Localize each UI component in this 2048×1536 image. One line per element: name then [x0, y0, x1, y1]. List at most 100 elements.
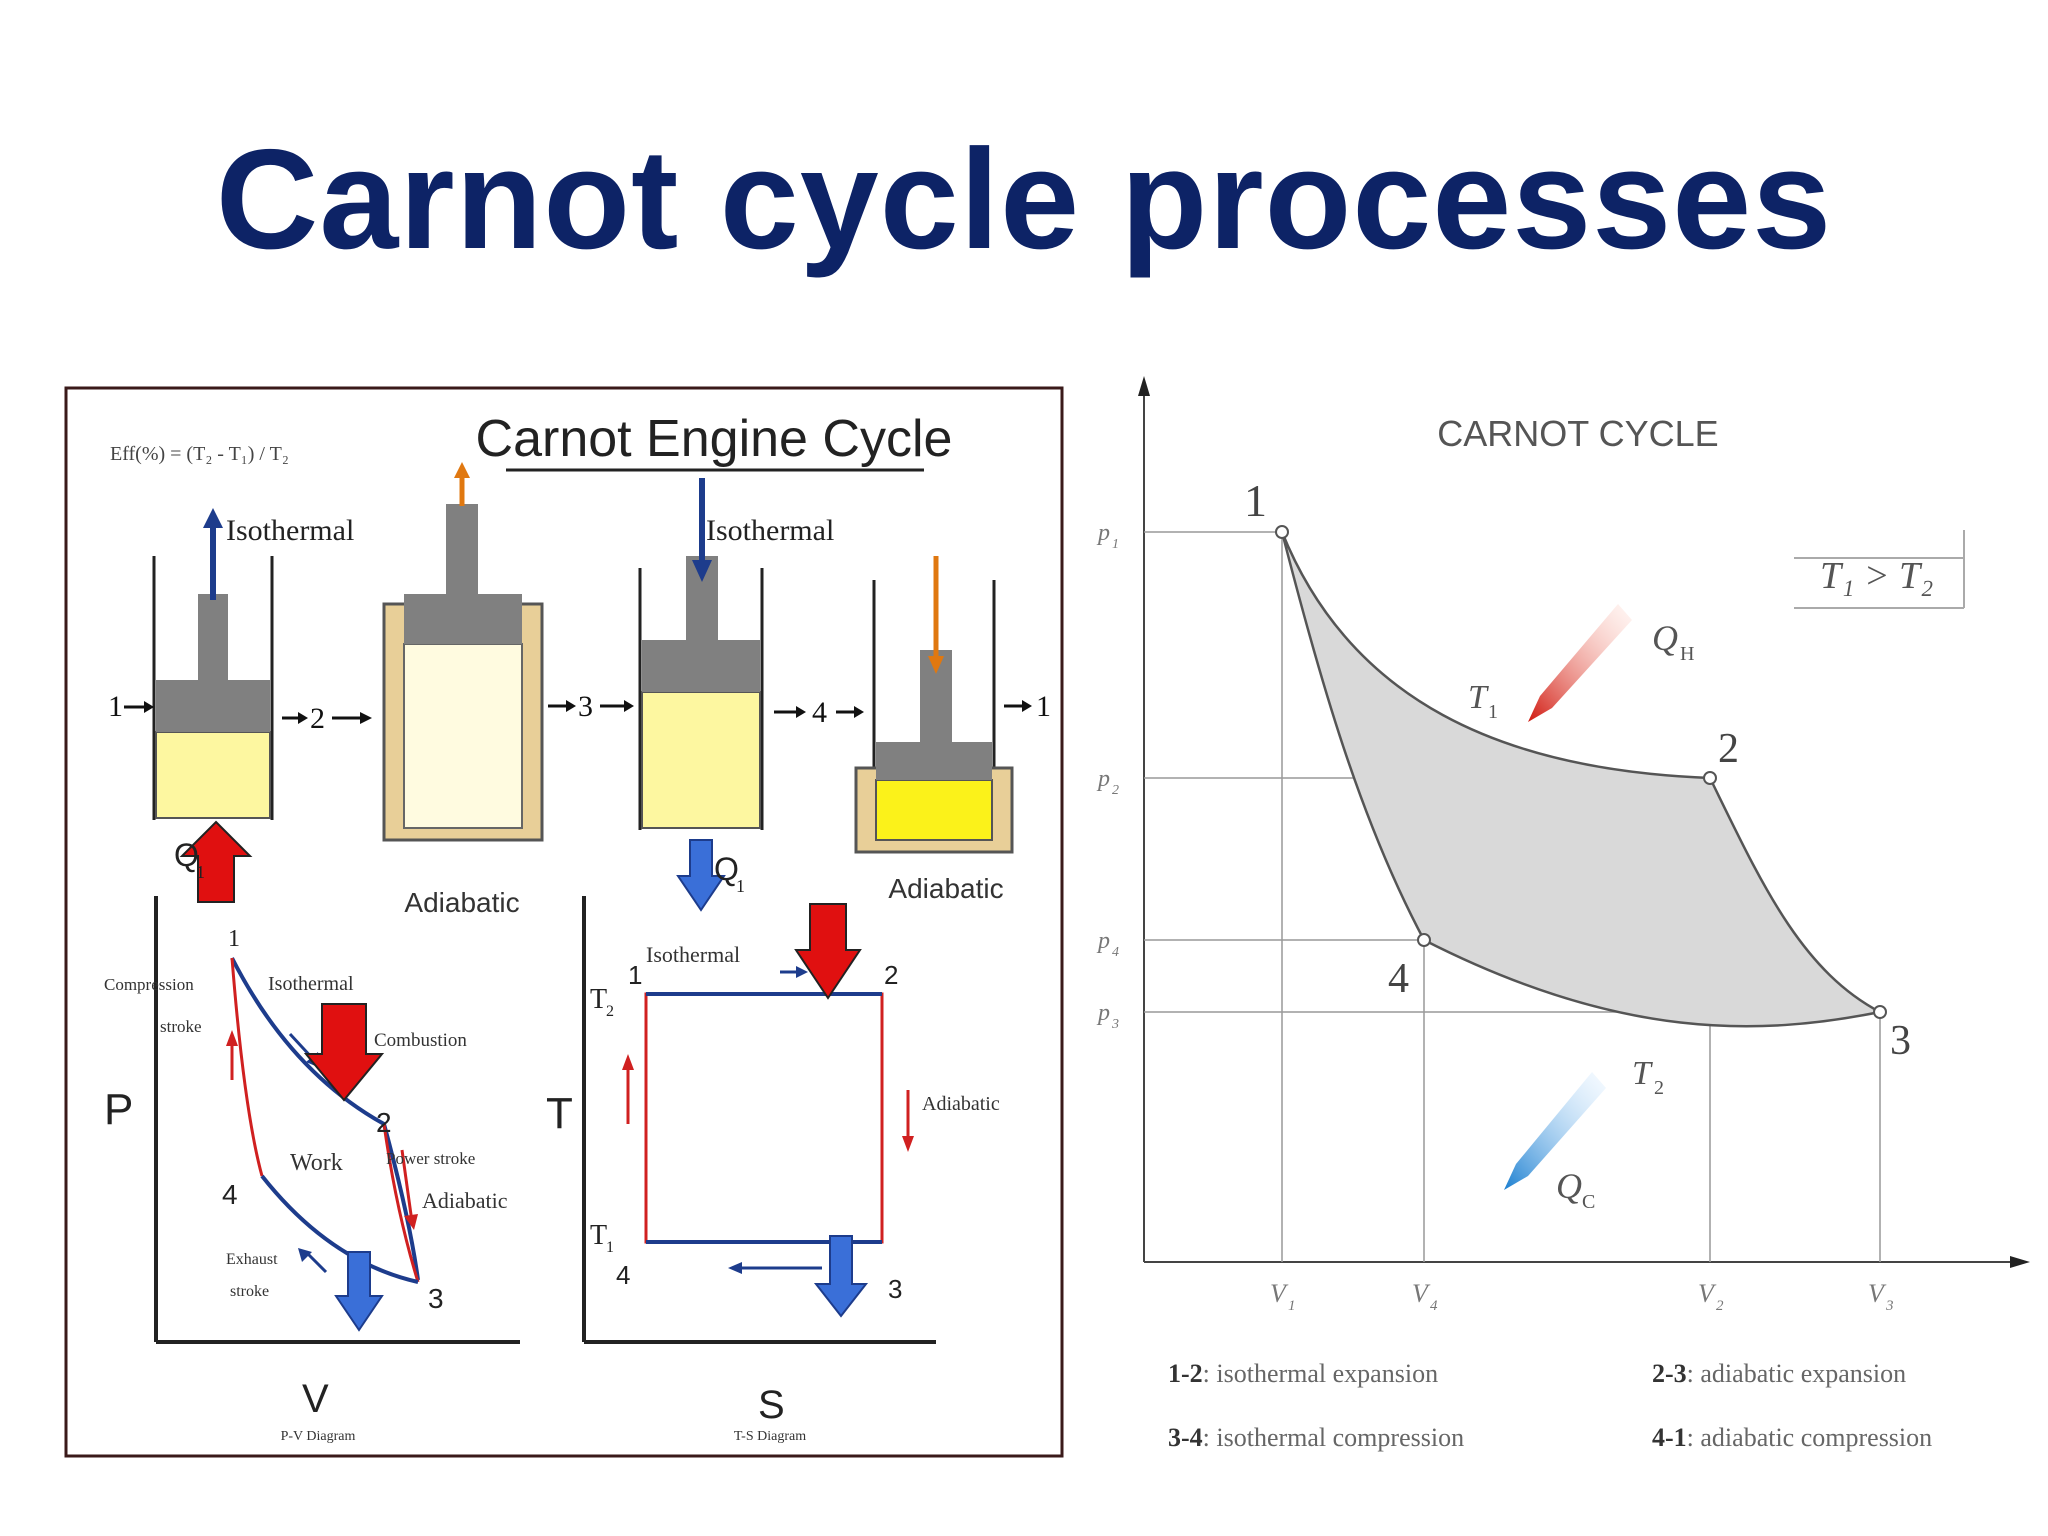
legend-text: : adiabatic compression	[1687, 1423, 1932, 1452]
combustion-arrow-icon	[303, 1003, 385, 1102]
up-arrow-icon	[1138, 376, 1150, 396]
state-point	[1873, 1005, 1887, 1019]
right-arrow-icon	[796, 966, 808, 978]
pv-label-isothermal: Isothermal	[268, 973, 354, 995]
gas-1	[155, 731, 271, 819]
isotherm-cold-sub: 2	[1654, 1077, 1664, 1099]
legend-text: : isothermal expansion	[1203, 1359, 1438, 1388]
ts-label-isothermal: Isothermal	[646, 942, 740, 967]
pv-label-compression: Compression	[104, 975, 194, 994]
pv-chart-title: CARNOT CYCLE	[1437, 413, 1718, 454]
gas-3	[641, 691, 761, 829]
pv-axis-x-label: V	[302, 1377, 329, 1421]
pv-axis-y-label: P	[104, 1085, 133, 1134]
ts-axis-y-label: T	[546, 1089, 573, 1138]
state-point	[1275, 525, 1289, 539]
ts-point-label: 2	[884, 960, 898, 990]
pv-point-label: 4	[222, 1179, 238, 1210]
cycle-area	[1280, 531, 1884, 1028]
pv-label-compression-stroke: stroke	[160, 1017, 202, 1036]
legend-item: 2-3: adiabatic expansion	[1652, 1359, 1906, 1388]
process-legend: 1-2: isothermal expansion 2-3: adiabatic…	[1168, 1359, 1932, 1452]
cylinder-3: Isothermal	[638, 478, 834, 830]
legend-key: 2-3	[1652, 1359, 1687, 1388]
legend-key: 4-1	[1652, 1423, 1687, 1452]
ts-label-t2-sub: 2	[606, 1003, 614, 1020]
p-tick-sub: 3	[1111, 1017, 1119, 1032]
volume-ticks: V 1 V 4 V 2 V 3	[1270, 1279, 1894, 1314]
state-label: 3	[1890, 1018, 1911, 1064]
legend-key: 3-4	[1168, 1423, 1203, 1452]
heat-in-arrow-icon	[794, 903, 862, 1000]
heat-in-label: Q	[174, 837, 199, 873]
piston-head-4	[876, 742, 992, 780]
ts-label-t1: T	[590, 1220, 607, 1251]
state-point	[1703, 771, 1717, 785]
piston-head-2	[404, 594, 522, 644]
down-arrow-icon	[928, 656, 944, 674]
heat-in-sub: 1	[196, 862, 205, 882]
pressure-ticks: p 1 p 2 p 4 p 3	[1096, 520, 1119, 1032]
heat-out-label: Q	[714, 851, 739, 887]
stage-label: 3	[578, 690, 593, 723]
ts-subdiagram: T S T-S Diagram Isothermal Adiabatic T 2…	[546, 896, 1000, 1444]
heat-in-label: Q	[1652, 618, 1678, 658]
cylinder-1: Isothermal	[152, 508, 354, 820]
p-tick-label: p	[1096, 520, 1110, 546]
up-arrow-icon	[226, 1030, 238, 1046]
ts-label-t2: T	[590, 984, 607, 1015]
slide-title: Carnot cycle processes	[215, 120, 1833, 279]
isotherm-cold-label: T	[1632, 1055, 1653, 1092]
ts-caption: T-S Diagram	[734, 1429, 806, 1444]
v-tick-label: V	[1270, 1279, 1289, 1308]
legend-item: 1-2: isothermal expansion	[1168, 1359, 1438, 1388]
gas-2	[403, 643, 523, 829]
up-arrow-icon	[298, 1248, 312, 1262]
temperature-condition: T₁ > T₂	[1820, 555, 1933, 597]
heat-out-arrow-icon	[676, 839, 726, 912]
state-label: 4	[1388, 956, 1409, 1002]
heat-in-arrow-icon	[1528, 604, 1632, 722]
up-arrow-icon	[203, 508, 223, 528]
v-tick-label: V	[1868, 1279, 1887, 1308]
v-tick-sub: 3	[1885, 1298, 1894, 1314]
cylinder-4: Adiabatic	[854, 556, 1014, 904]
ts-point-label: 1	[628, 960, 642, 990]
v-tick-label: V	[1698, 1279, 1717, 1308]
up-arrow-icon	[454, 462, 470, 478]
up-arrow-icon	[622, 1054, 634, 1070]
v-tick-sub: 1	[1288, 1298, 1296, 1314]
p-tick-sub: 2	[1112, 783, 1119, 798]
ts-point-label: 4	[616, 1260, 630, 1290]
heat-in-sub: H	[1680, 643, 1694, 665]
down-arrow-icon	[902, 1136, 914, 1152]
heat-out-sub: C	[1582, 1191, 1595, 1213]
stage-sequence: 1 2 3 4 1	[108, 690, 1051, 735]
pv-label-work: Work	[290, 1150, 343, 1176]
pv-label-combustion: Combustion	[374, 1030, 467, 1051]
p-tick-label: p	[1096, 766, 1110, 792]
legend-text: : adiabatic expansion	[1687, 1359, 1906, 1388]
ts-label-t1-sub: 1	[606, 1239, 614, 1256]
down-arrow-icon	[404, 1214, 418, 1230]
state-label: 2	[1718, 726, 1739, 772]
state-label: 1	[1244, 475, 1267, 526]
ts-label-adiabatic: Adiabatic	[922, 1093, 1000, 1115]
p-tick-label: p	[1096, 928, 1110, 954]
right-arrow-icon	[2010, 1256, 2030, 1268]
heat-out-label: Q	[1556, 1166, 1582, 1206]
p-tick-label: p	[1096, 1000, 1110, 1026]
state-points	[1275, 525, 1887, 1019]
pv-point-label: 3	[428, 1283, 444, 1314]
cylinder-2: Adiabatic	[382, 462, 544, 918]
legend-item: 3-4: isothermal compression	[1168, 1423, 1464, 1452]
piston-head-1	[156, 680, 270, 732]
gas-4	[875, 779, 993, 841]
pv-chart-panel: CARNOT CYCLE T₁ > T₂ 1 2 3 4 T 1	[1096, 376, 2030, 1452]
stage-label: 1	[1036, 690, 1051, 723]
v-tick-sub: 2	[1716, 1298, 1724, 1314]
exhaust-arrow-icon	[334, 1251, 384, 1332]
efficiency-formula: Eff(%) = (T₂ - T₁) / T₂	[110, 443, 289, 465]
stroke-label-adiabatic-1: Adiabatic	[404, 887, 519, 918]
